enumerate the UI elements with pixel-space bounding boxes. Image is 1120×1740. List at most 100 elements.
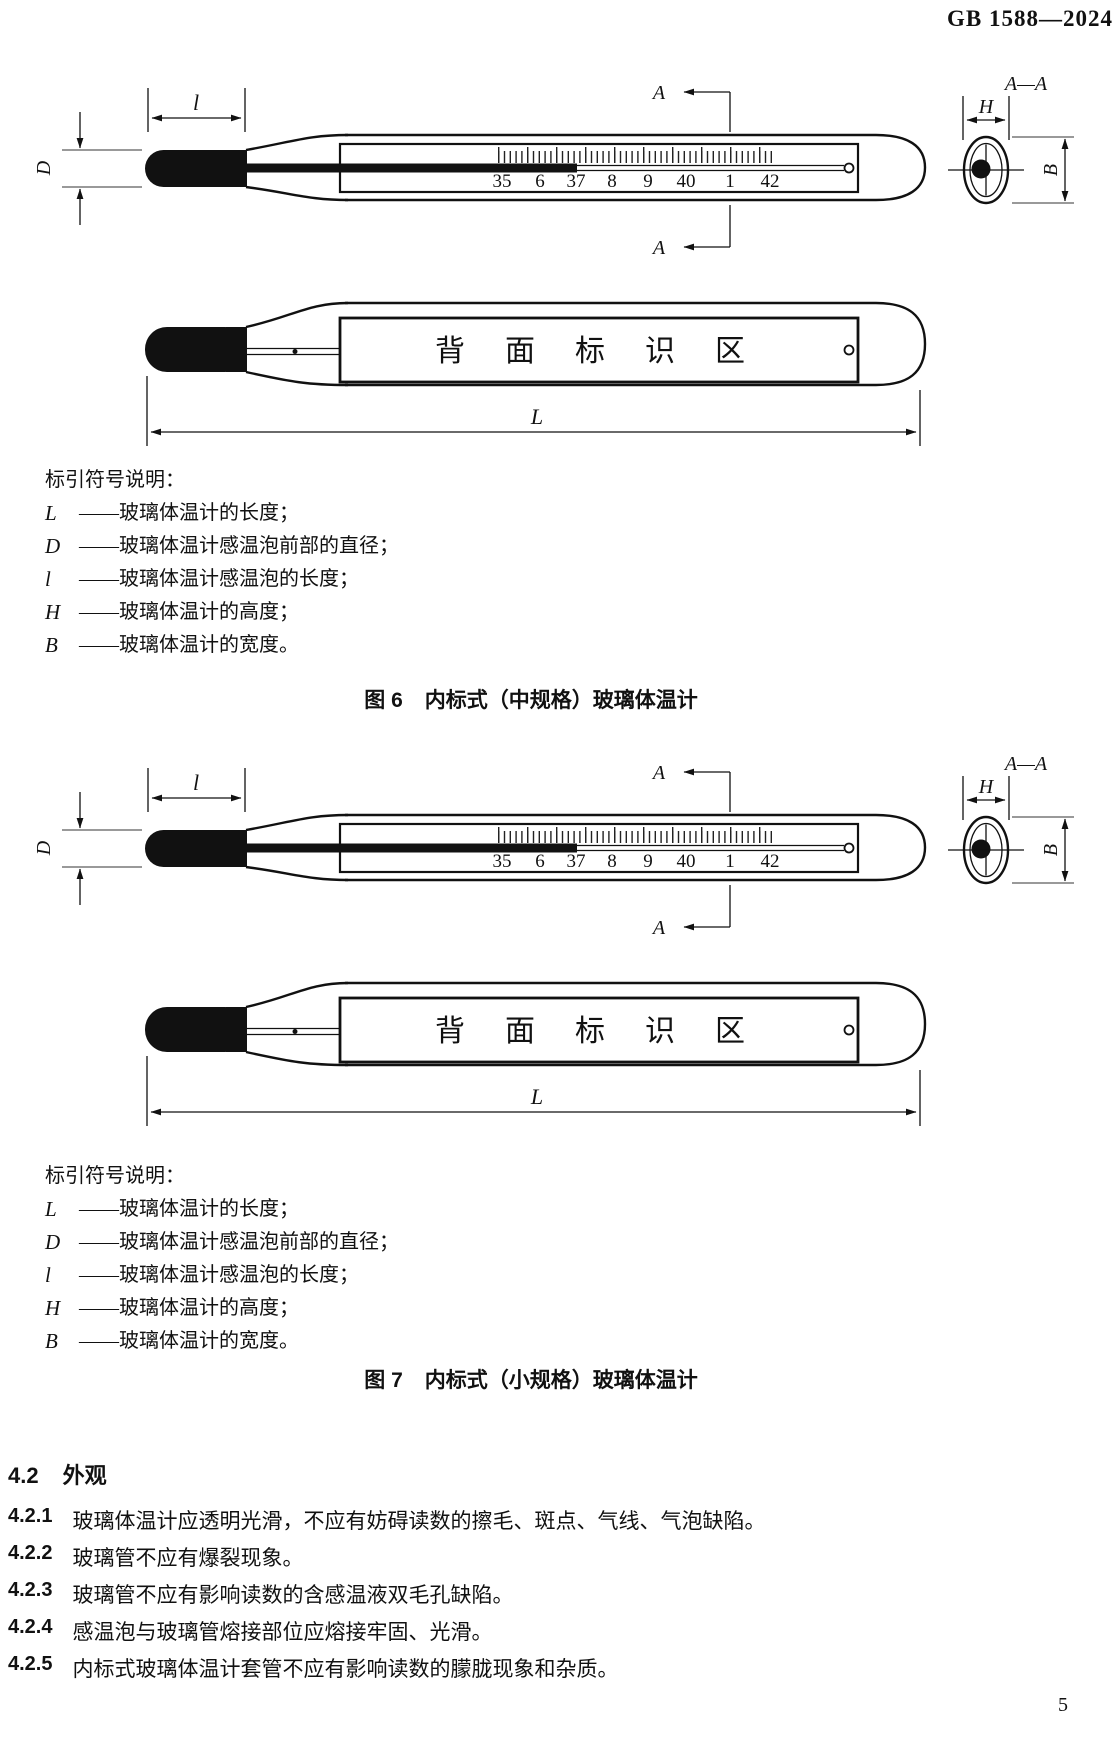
figure6-drawing: l D 35 6 37: [33, 73, 1074, 446]
clause-number: 4.2.5: [8, 1653, 53, 1675]
back-panel-char: 背: [435, 335, 467, 368]
sensing-bulb: [226, 150, 247, 187]
legend-symbol: B: [45, 633, 58, 657]
figure7-label: 图 7: [364, 1369, 403, 1392]
sensing-bulb: [145, 327, 247, 372]
legend-symbol: l: [45, 1263, 51, 1287]
mercury-column: [247, 163, 577, 173]
dim-label-bulb-length: l: [193, 770, 199, 795]
clause-4-2-5: 4.2.5 内标式玻璃体温计套管不应有影响读数的朦胧现象和杂质。: [8, 1653, 618, 1683]
cut-label-top: A: [651, 762, 666, 784]
sensing-bulb: [145, 830, 247, 867]
back-panel-char: 识: [645, 1015, 677, 1048]
tube-outline: [345, 301, 927, 387]
dim-label-bulb-diameter: D: [33, 160, 55, 176]
clause-number: 4.2.2: [8, 1542, 53, 1564]
sensing-bulb: [145, 1007, 247, 1052]
legend-symbol: B: [45, 1329, 58, 1353]
scale-number: 35: [493, 851, 512, 872]
scale-number: 6: [535, 171, 545, 192]
tube-neck: [245, 185, 349, 202]
clause-number: 4.2.1: [8, 1505, 53, 1527]
capillary-bore: [971, 839, 991, 859]
expansion-chamber: [843, 344, 855, 356]
sensing-bulb: [226, 327, 247, 372]
legend-desc: ——玻璃体温计的高度；: [79, 1297, 299, 1319]
legend-desc: ——玻璃体温计感温泡的长度；: [79, 568, 359, 590]
tube-neck: [245, 981, 349, 1009]
back-panel-char: 标: [575, 1015, 607, 1048]
back-marking-panel: [338, 996, 860, 1064]
legend-item: L——玻璃体温计的长度；: [45, 497, 745, 530]
sensing-bulb: [226, 830, 247, 867]
expansion-chamber: [843, 162, 855, 174]
legend-title: 标引符号说明：: [45, 1165, 185, 1187]
back-panel-char: 面: [505, 1015, 537, 1048]
legend-desc: ——玻璃体温计的高度；: [79, 601, 299, 623]
legend-desc: ——玻璃体温计的长度；: [79, 502, 299, 524]
legend-symbol: l: [45, 567, 51, 591]
scale-number: 40: [677, 171, 696, 192]
legend-item: B ——玻璃体温计的宽度。: [45, 629, 745, 662]
tube-neck: [245, 133, 349, 152]
clause-text: 玻璃管不应有影响读数的含感温液双毛孔缺陷。: [72, 1583, 514, 1607]
legend-item: l ——玻璃体温计感温泡的长度；: [45, 563, 745, 596]
cut-label-top: A: [651, 82, 666, 104]
scale-number: 42: [761, 851, 780, 872]
back-panel-char: 标: [575, 335, 607, 368]
section-view-AA: A—A H B: [948, 753, 1074, 885]
tube-outline: [345, 981, 927, 1067]
clause-text: 内标式玻璃体温计套管不应有影响读数的朦胧现象和杂质。: [72, 1657, 619, 1681]
back-panel-char: 区: [715, 1015, 747, 1048]
legend-item: l——玻璃体温计感温泡的长度；: [45, 1259, 745, 1292]
clause-4-2-3: 4.2.3 玻璃管不应有影响读数的含感温液双毛孔缺陷。: [8, 1579, 513, 1609]
legend-item: B ——玻璃体温计的宽度。: [45, 1325, 745, 1358]
expansion-chamber: [843, 1024, 855, 1036]
mercury-column: [247, 843, 577, 853]
cut-label-bottom: A: [651, 917, 666, 939]
back-panel-char: 识: [645, 335, 677, 368]
tube-outline: [345, 813, 927, 882]
dim-label-height: H: [978, 776, 995, 798]
legend-title: 标引符号说明：: [45, 469, 185, 491]
sensing-bulb: [145, 150, 247, 187]
legend-symbol: H: [45, 600, 61, 624]
dim-label-width: B: [1040, 844, 1062, 856]
tube-neck: [245, 301, 349, 329]
legend-desc: ——玻璃体温计的宽度。: [79, 634, 299, 656]
legend-item: H——玻璃体温计的高度；: [45, 1292, 745, 1325]
back-marking-panel: [338, 316, 860, 384]
capillary-mark: [292, 349, 298, 354]
tube-neck: [245, 865, 349, 882]
legend-desc: ——玻璃体温计的宽度。: [79, 1330, 299, 1352]
clause-text: 感温泡与玻璃管熔接部位应熔接牢固、光滑。: [72, 1620, 493, 1644]
scale-number: 37: [567, 171, 586, 192]
figure7-legend: 标引符号说明： L——玻璃体温计的长度； D——玻璃体温计感温泡前部的直径； l…: [45, 1160, 745, 1358]
tube-neck: [245, 1050, 349, 1067]
section-view-label: A—A: [1003, 73, 1048, 95]
legend-desc: ——玻璃体温计的长度；: [79, 1198, 299, 1220]
scale-number: 1: [725, 171, 735, 192]
back-panel-char: 区: [715, 335, 747, 368]
front-view: l D 35 6 37: [33, 82, 927, 259]
legend-desc: ——玻璃体温计感温泡前部的直径；: [79, 535, 399, 557]
cut-label-bottom: A: [651, 237, 666, 259]
scale-number: 40: [677, 851, 696, 872]
legend-item: H ——玻璃体温计的高度；: [45, 596, 745, 629]
expansion-chamber: [843, 842, 855, 854]
scale-number: 9: [643, 171, 653, 192]
front-view: l D 35 6 37 8 9 40 1 42: [33, 762, 927, 939]
scale-number: 35: [493, 171, 512, 192]
doc-number: GB 1588—2024: [947, 6, 1113, 31]
overall-length-dimension: L: [146, 376, 921, 446]
scale-number: 42: [761, 171, 780, 192]
section-view-AA: A—A H B: [948, 73, 1074, 205]
clause-number: 4.2.3: [8, 1579, 53, 1601]
scale-number: 9: [643, 851, 653, 872]
back-panel-char: 背: [435, 1015, 467, 1048]
clause-text: 玻璃管不应有爆裂现象。: [72, 1546, 304, 1570]
